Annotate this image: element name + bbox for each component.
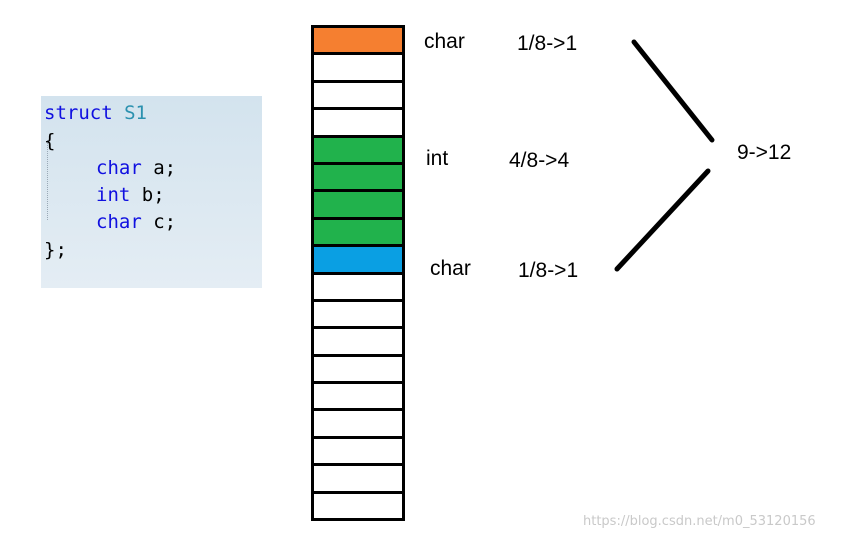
code-close-brace: }; (44, 239, 67, 261)
connector-line-upper (631, 39, 715, 143)
memory-byte-cell (311, 189, 405, 220)
alignment-label-b: 4/8->4 (509, 149, 570, 172)
member-a-type: char (96, 157, 142, 179)
memory-byte-cell (311, 162, 405, 192)
struct-keyword: struct (44, 102, 113, 124)
memory-byte-cell (311, 25, 405, 55)
member-b-type: int (96, 184, 131, 206)
code-snippet: struct S1 { char a; int b; char c; }; (41, 96, 262, 288)
alignment-label-a: 1/8->1 (517, 32, 578, 55)
alignment-label-c: 1/8->1 (518, 259, 579, 282)
member-a-decl: a; (141, 157, 177, 179)
struct-name: S1 (124, 102, 147, 124)
member-c-type: char (96, 211, 142, 233)
code-member-b: int b; (96, 185, 165, 205)
memory-byte-cell (311, 272, 405, 302)
memory-layout-column (311, 25, 405, 521)
member-b-decl: b; (130, 184, 165, 206)
type-label-b: int (426, 147, 449, 170)
connector-line-lower (614, 168, 711, 272)
code-open-brace: { (44, 130, 56, 152)
type-label-a: char (424, 30, 465, 53)
total-size-label: 9->12 (737, 141, 792, 164)
code-member-a: char a; (96, 158, 176, 178)
member-c-decl: c; (141, 211, 177, 233)
indent-guide (47, 140, 48, 220)
memory-byte-cell (311, 299, 405, 329)
watermark: https://blog.csdn.net/m0_53120156 (583, 514, 816, 529)
code-line-struct: struct S1 (44, 103, 147, 123)
memory-byte-cell (311, 491, 405, 521)
code-member-c: char c; (96, 212, 176, 232)
type-label-c: char (430, 257, 471, 280)
